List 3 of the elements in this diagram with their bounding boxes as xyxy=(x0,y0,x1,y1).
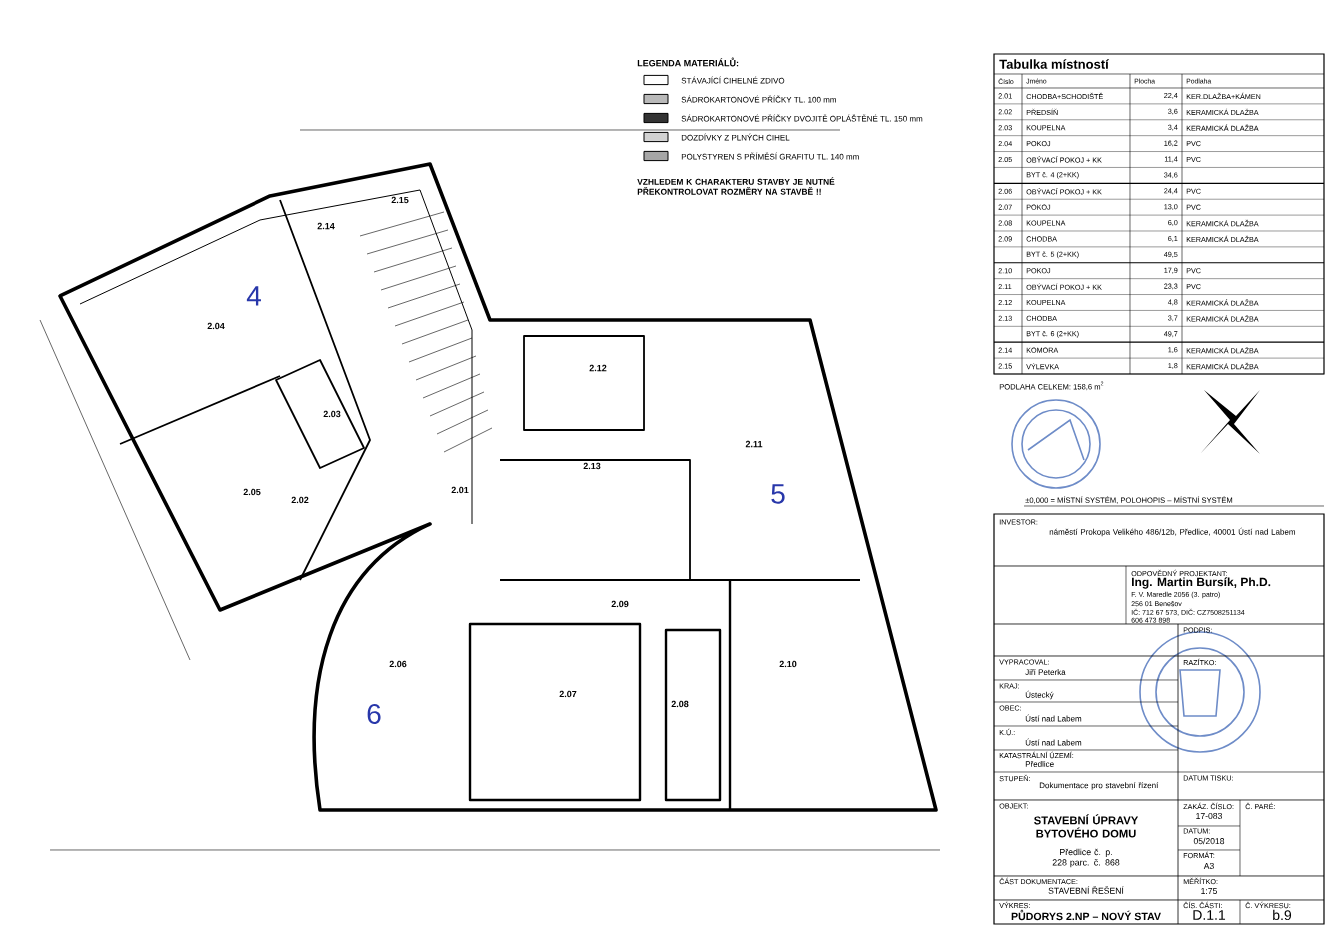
apartment-number: 6 xyxy=(367,704,381,724)
apartment-number: 4 xyxy=(246,286,261,306)
apartment-number: 5 xyxy=(771,484,785,504)
